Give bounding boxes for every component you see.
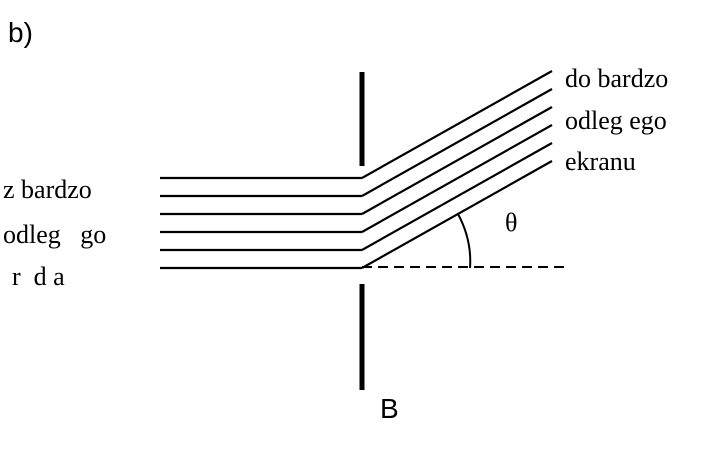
diffracted-ray: [361, 160, 553, 269]
diffracted-ray: [361, 106, 553, 215]
left-label-line-2: odleg go: [3, 220, 106, 249]
barrier-label: B: [380, 393, 399, 424]
right-label-line-1: do bardzo: [565, 64, 668, 93]
panel-label: b): [8, 17, 33, 48]
diffracted-ray: [361, 88, 553, 197]
left-label-line-1: z bardzo: [3, 175, 92, 204]
diffracted-rays: [361, 70, 553, 269]
left-label-line-3: r d a: [12, 262, 65, 291]
diffracted-ray: [361, 142, 553, 251]
right-label-line-2: odleg ego: [565, 106, 667, 135]
incident-rays: [160, 176, 362, 270]
right-label-line-3: ekranu: [565, 147, 636, 176]
diffracted-ray: [361, 70, 553, 179]
diffracted-ray: [361, 124, 553, 233]
angle-arc: [457, 213, 472, 269]
angle-theta-label: θ: [505, 208, 517, 237]
